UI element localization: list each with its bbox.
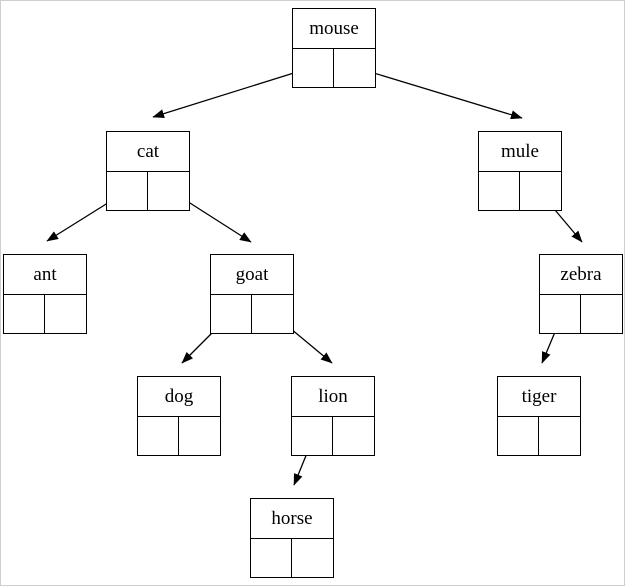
node-left-pointer-mule[interactable] — [479, 172, 520, 210]
tree-node-mouse[interactable]: mouse — [292, 8, 376, 88]
node-right-pointer-lion[interactable] — [333, 417, 374, 455]
node-left-pointer-goat[interactable] — [211, 295, 252, 333]
tree-node-zebra[interactable]: zebra — [539, 254, 623, 334]
node-left-pointer-tiger[interactable] — [498, 417, 539, 455]
node-label-ant: ant — [4, 255, 86, 295]
node-label-dog: dog — [138, 377, 220, 417]
tree-node-horse[interactable]: horse — [250, 498, 334, 578]
node-right-pointer-cat[interactable] — [148, 172, 189, 210]
node-label-horse: horse — [251, 499, 333, 539]
node-label-mule: mule — [479, 132, 561, 172]
node-pointer-row-zebra — [540, 295, 622, 333]
node-right-pointer-tiger[interactable] — [539, 417, 580, 455]
node-pointer-row-cat — [107, 172, 189, 210]
node-label-mouse: mouse — [293, 9, 375, 49]
node-left-pointer-lion[interactable] — [292, 417, 333, 455]
node-label-tiger: tiger — [498, 377, 580, 417]
tree-node-mule[interactable]: mule — [478, 131, 562, 211]
tree-node-dog[interactable]: dog — [137, 376, 221, 456]
node-right-pointer-zebra[interactable] — [581, 295, 622, 333]
node-right-pointer-mouse[interactable] — [334, 49, 375, 87]
node-left-pointer-zebra[interactable] — [540, 295, 581, 333]
node-pointer-row-dog — [138, 417, 220, 455]
node-left-pointer-mouse[interactable] — [293, 49, 334, 87]
node-right-pointer-ant[interactable] — [45, 295, 86, 333]
node-right-pointer-dog[interactable] — [179, 417, 220, 455]
node-right-pointer-mule[interactable] — [520, 172, 561, 210]
node-pointer-row-tiger — [498, 417, 580, 455]
tree-node-cat[interactable]: cat — [106, 131, 190, 211]
tree-node-ant[interactable]: ant — [3, 254, 87, 334]
node-label-zebra: zebra — [540, 255, 622, 295]
node-pointer-row-ant — [4, 295, 86, 333]
node-label-goat: goat — [211, 255, 293, 295]
node-pointer-row-mouse — [293, 49, 375, 87]
tree-node-tiger[interactable]: tiger — [497, 376, 581, 456]
node-pointer-row-lion — [292, 417, 374, 455]
node-pointer-row-mule — [479, 172, 561, 210]
node-pointer-row-horse — [251, 539, 333, 577]
node-left-pointer-cat[interactable] — [107, 172, 148, 210]
node-label-lion: lion — [292, 377, 374, 417]
node-left-pointer-horse[interactable] — [251, 539, 292, 577]
tree-node-lion[interactable]: lion — [291, 376, 375, 456]
node-label-cat: cat — [107, 132, 189, 172]
edge-mouse-left-to-cat — [152, 66, 314, 119]
node-left-pointer-dog[interactable] — [138, 417, 179, 455]
edge-mouse-right-to-mule — [353, 66, 523, 120]
node-right-pointer-horse[interactable] — [292, 539, 333, 577]
node-right-pointer-goat[interactable] — [252, 295, 293, 333]
node-left-pointer-ant[interactable] — [4, 295, 45, 333]
tree-node-goat[interactable]: goat — [210, 254, 294, 334]
node-pointer-row-goat — [211, 295, 293, 333]
